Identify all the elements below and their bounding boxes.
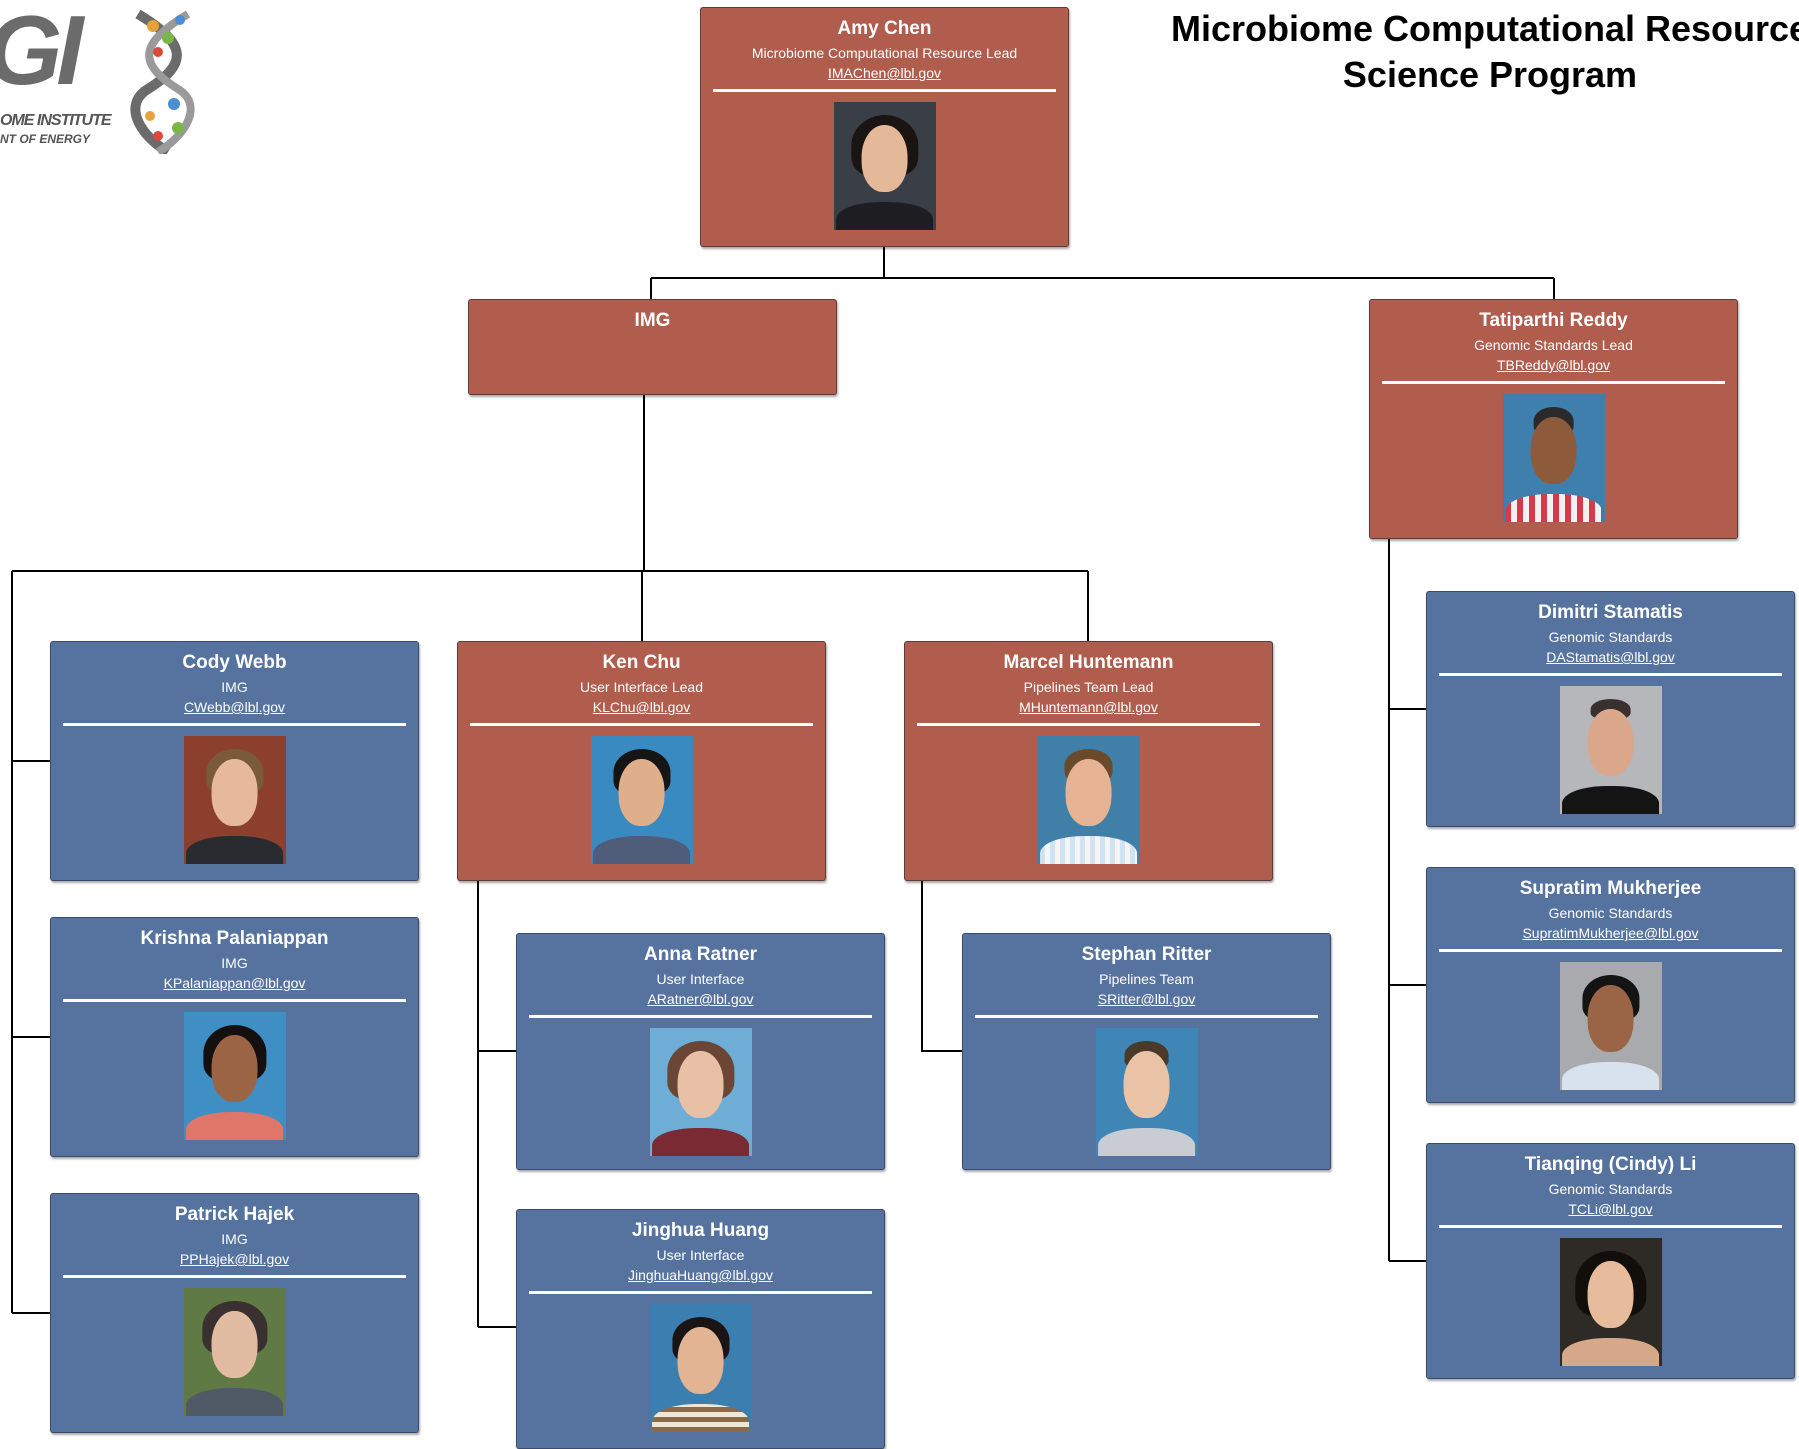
node-email-link[interactable]: TCLi@lbl.gov	[1568, 1201, 1653, 1217]
node-img[interactable]: IMG	[468, 299, 837, 395]
node-divider	[1439, 949, 1782, 952]
avatar	[649, 1304, 752, 1432]
avatar	[1095, 1028, 1198, 1156]
node-role: IMG	[221, 1231, 248, 1247]
node-ken-chu[interactable]: Ken Chu User Interface Lead KLChu@lbl.go…	[457, 641, 826, 881]
node-divider	[470, 723, 813, 726]
node-anna-ratner[interactable]: Anna Ratner User Interface ARatner@lbl.g…	[516, 933, 885, 1170]
node-name: Tatiparthi Reddy	[1479, 310, 1628, 331]
jgi-logo: GI OME INSTITUTE NT OF ENERGY	[0, 0, 210, 160]
node-tatiparthi-reddy[interactable]: Tatiparthi Reddy Genomic Standards Lead …	[1369, 299, 1738, 539]
avatar	[183, 1288, 286, 1416]
node-dimitri-stamatis[interactable]: Dimitri Stamatis Genomic Standards DASta…	[1426, 591, 1795, 827]
node-divider	[917, 723, 1260, 726]
node-role: Pipelines Team	[1099, 971, 1194, 987]
node-name: Amy Chen	[837, 18, 932, 39]
node-name: Krishna Palaniappan	[140, 928, 329, 949]
node-name: Tianqing (Cindy) Li	[1524, 1154, 1697, 1175]
node-divider	[529, 1015, 872, 1018]
connector-marcel	[921, 881, 963, 1052]
node-email-link[interactable]: TBReddy@lbl.gov	[1496, 357, 1611, 373]
avatar	[590, 736, 693, 864]
node-email-link[interactable]: PPHajek@lbl.gov	[179, 1251, 290, 1267]
node-divider	[713, 89, 1056, 92]
avatar	[183, 736, 286, 864]
node-cody-webb[interactable]: Cody Webb IMG CWebb@lbl.gov	[50, 641, 419, 881]
node-email-link[interactable]: DAStamatis@lbl.gov	[1546, 649, 1675, 665]
node-name: Stephan Ritter	[1081, 944, 1212, 965]
node-role: IMG	[221, 679, 248, 695]
node-name: IMG	[634, 310, 671, 331]
node-divider	[529, 1291, 872, 1294]
node-role: User Interface Lead	[580, 679, 703, 695]
node-divider	[1439, 673, 1782, 676]
node-name: Ken Chu	[602, 652, 681, 673]
node-role: Genomic Standards	[1548, 905, 1673, 921]
node-marcel-huntemann[interactable]: Marcel Huntemann Pipelines Team Lead MHu…	[904, 641, 1273, 881]
connector-left	[12, 760, 50, 1314]
avatar	[1559, 1238, 1662, 1366]
node-divider	[1382, 381, 1725, 384]
node-divider	[63, 723, 406, 726]
node-name: Patrick Hajek	[174, 1204, 295, 1225]
node-role: IMG	[221, 955, 248, 971]
node-email-link[interactable]: SRitter@lbl.gov	[1097, 991, 1196, 1007]
node-amy-chen[interactable]: Amy Chen Microbiome Computational Resour…	[700, 7, 1069, 247]
node-role: User Interface	[656, 1247, 745, 1263]
node-email-link[interactable]: KPalaniappan@lbl.gov	[163, 975, 306, 991]
node-name: Anna Ratner	[644, 944, 757, 965]
node-name: Supratim Mukherjee	[1519, 878, 1702, 899]
dna-helix-icon	[130, 9, 195, 154]
node-email-link[interactable]: SupratimMukherjee@lbl.gov	[1522, 925, 1699, 941]
node-krishna-palaniappan[interactable]: Krishna Palaniappan IMG KPalaniappan@lbl…	[50, 917, 419, 1157]
node-email-link[interactable]: ARatner@lbl.gov	[647, 991, 754, 1007]
avatar	[183, 1012, 286, 1140]
node-name: Marcel Huntemann	[1003, 652, 1174, 673]
node-stephan-ritter[interactable]: Stephan Ritter Pipelines Team SRitter@lb…	[962, 933, 1331, 1170]
node-role: Genomic Standards	[1548, 629, 1673, 645]
logo-subtitle-1: OME INSTITUTE	[0, 112, 112, 129]
node-email-link[interactable]: JinghuaHuang@lbl.gov	[628, 1267, 773, 1283]
page-title: Microbiome Computational Resource Scienc…	[1140, 6, 1799, 98]
avatar	[649, 1028, 752, 1156]
node-email-link[interactable]: IMAChen@lbl.gov	[827, 65, 942, 81]
node-role: Pipelines Team Lead	[1023, 679, 1154, 695]
logo-subtitle-2: NT OF ENERGY	[0, 132, 91, 146]
node-email-link[interactable]: CWebb@lbl.gov	[183, 699, 286, 715]
connector-tatiparthi	[1388, 538, 1427, 1262]
node-divider	[63, 1275, 406, 1278]
node-divider	[63, 999, 406, 1002]
avatar	[1559, 962, 1662, 1090]
connector-ken	[477, 881, 518, 1328]
node-supratim-mukherjee[interactable]: Supratim Mukherjee Genomic Standards Sup…	[1426, 867, 1795, 1103]
title-line-2: Science Program	[1342, 54, 1638, 95]
node-role: Genomic Standards Lead	[1474, 337, 1633, 353]
logo-letters: GI	[0, 0, 83, 105]
node-role: Genomic Standards	[1548, 1181, 1673, 1197]
node-jinghua-huang[interactable]: Jinghua Huang User Interface JinghuaHuan…	[516, 1209, 885, 1449]
node-email-link[interactable]: MHuntemann@lbl.gov	[1019, 699, 1158, 715]
node-patrick-hajek[interactable]: Patrick Hajek IMG PPHajek@lbl.gov	[50, 1193, 419, 1433]
avatar	[1502, 394, 1605, 522]
avatar	[1559, 686, 1662, 814]
node-role: User Interface	[656, 971, 745, 987]
node-name: Jinghua Huang	[631, 1220, 770, 1241]
node-email-link[interactable]: KLChu@lbl.gov	[592, 699, 691, 715]
title-line-1: Microbiome Computational Resource	[1170, 8, 1799, 49]
node-divider	[975, 1015, 1318, 1018]
avatar	[1037, 736, 1140, 864]
node-name: Cody Webb	[182, 652, 287, 673]
connector-img	[11, 394, 1089, 1313]
node-divider	[1439, 1225, 1782, 1228]
node-tianqing-li[interactable]: Tianqing (Cindy) Li Genomic Standards TC…	[1426, 1143, 1795, 1379]
connector-amy	[650, 246, 1555, 300]
avatar	[833, 102, 936, 230]
node-name: Dimitri Stamatis	[1538, 602, 1683, 623]
node-role: Microbiome Computational Resource Lead	[751, 45, 1018, 61]
